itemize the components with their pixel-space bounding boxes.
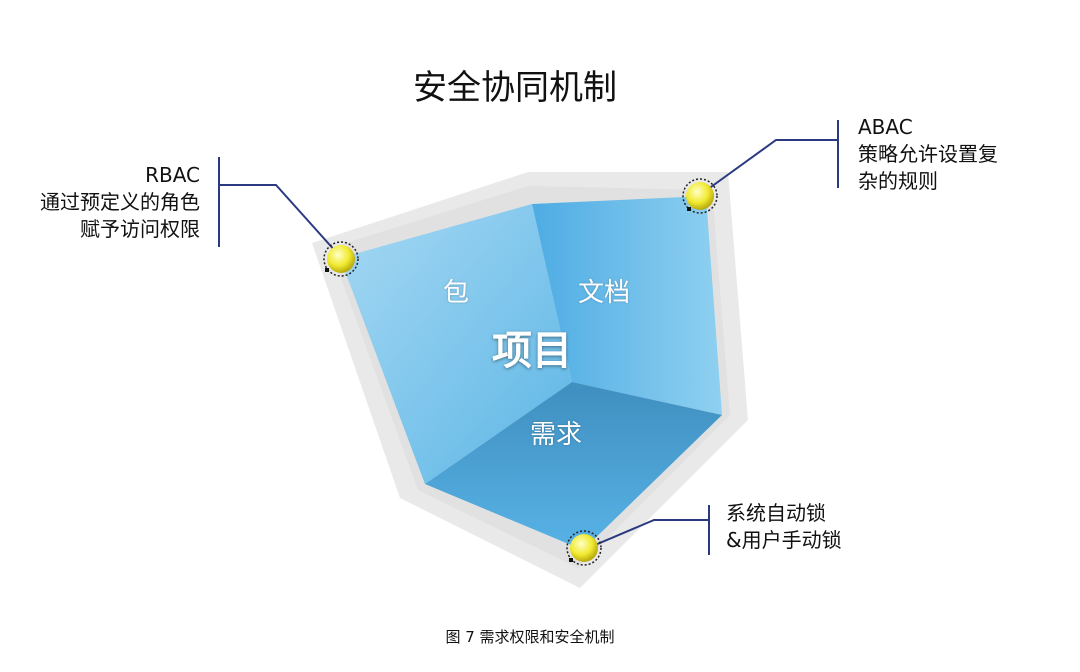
node-bottom bbox=[566, 530, 602, 566]
connector-bottom bbox=[587, 505, 710, 555]
face-bottom-label: 需求 bbox=[530, 420, 583, 450]
annotation-abac-line2: 策略允许设置复 bbox=[858, 142, 998, 166]
center-label: 项目 bbox=[492, 328, 572, 374]
annotation-rbac-line3: 赋予访问权限 bbox=[80, 217, 200, 241]
annotation-abac-line1: ABAC bbox=[858, 115, 913, 139]
connector-left bbox=[218, 157, 338, 254]
annotation-lock-line1: 系统自动锁 bbox=[726, 501, 826, 525]
connector-right bbox=[703, 120, 839, 193]
face-left bbox=[340, 204, 572, 484]
face-right-label: 文档 bbox=[578, 278, 631, 308]
annotation-abac-line3: 杂的规则 bbox=[858, 169, 938, 193]
face-bottom bbox=[425, 382, 722, 550]
annotation-rbac-line1: RBAC bbox=[145, 163, 200, 187]
node-left bbox=[323, 241, 359, 277]
figure-caption: 图 7 需求权限和安全机制 bbox=[445, 628, 615, 646]
node-right bbox=[682, 178, 718, 214]
annotation-lock: 系统自动锁 &用户手动锁 bbox=[726, 500, 842, 554]
diagram-title: 安全协同机制 bbox=[413, 68, 617, 108]
annotation-lock-line2: &用户手动锁 bbox=[726, 528, 842, 552]
face-left-label: 包 bbox=[443, 278, 470, 308]
face-right bbox=[532, 196, 722, 415]
annotation-rbac: RBAC 通过预定义的角色 赋予访问权限 bbox=[40, 162, 200, 243]
annotation-abac: ABAC 策略允许设置复 杂的规则 bbox=[858, 114, 998, 195]
annotation-rbac-line2: 通过预定义的角色 bbox=[40, 190, 200, 214]
